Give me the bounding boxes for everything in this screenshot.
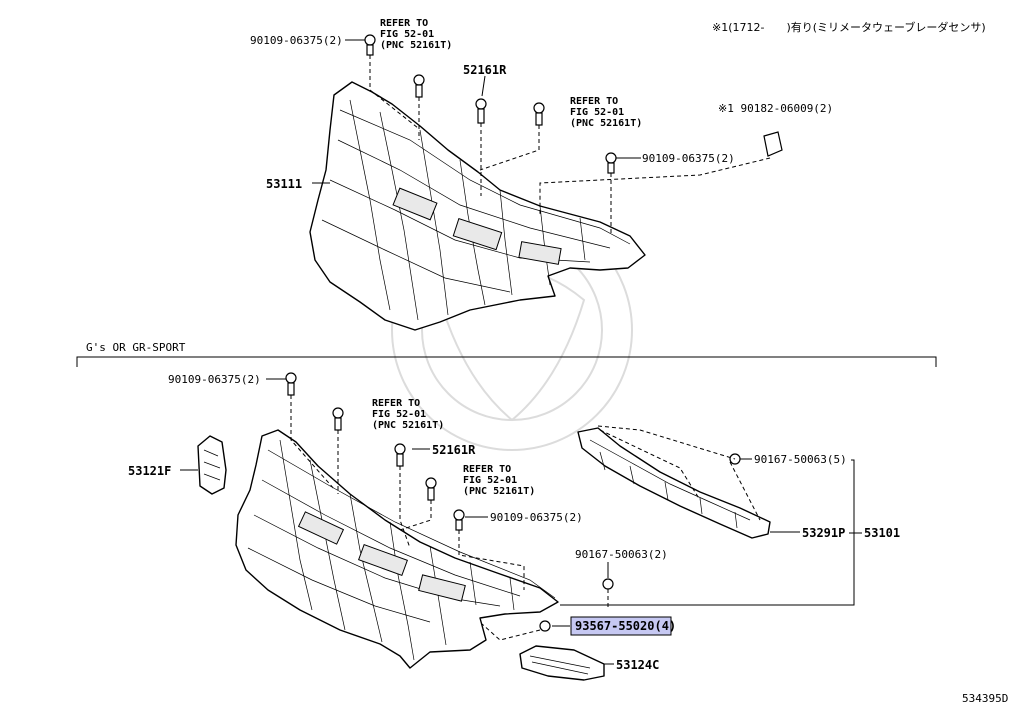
lower-bolt-mid: [453, 509, 465, 531]
upper-refer1-line3: (PNC 52161T): [380, 40, 452, 51]
upper-bolt-top-left-label: 90109-06375(2): [250, 34, 343, 47]
upper-grille-label: 53111: [266, 177, 302, 191]
screw-upper-label: 90167-50063(5): [754, 453, 847, 466]
variant-label: G's OR GR-SPORT: [86, 341, 186, 354]
lower-refer2-line2: FIG 52-01: [463, 475, 517, 486]
highlight-part-label[interactable]: 93567-55020(4): [575, 619, 676, 633]
lower-grille-53124C: [519, 645, 605, 681]
lower-clip-52161R: [394, 443, 406, 467]
screw-lower-label: 90167-50063(2): [575, 548, 668, 561]
upper-refer2-line2: FIG 52-01: [570, 107, 624, 118]
upper-refer2-line3: (PNC 52161T): [570, 118, 642, 129]
garnish-53291P: [577, 427, 771, 539]
sub-assy-label: 53101: [864, 526, 900, 540]
upper-refer2-line1: REFER TO: [570, 96, 618, 107]
clip-93567-icon: [539, 620, 551, 632]
lower-clip-refer1: [332, 407, 344, 431]
upper-clip-label: 52161R: [463, 63, 507, 77]
upper-clip-refer2: [533, 102, 545, 126]
lower-grille-53101: [235, 429, 559, 669]
lower-clip-label: 52161R: [432, 443, 476, 457]
upper-bolt-top-left: [364, 34, 376, 56]
lower-refer1-line1: REFER TO: [372, 398, 420, 409]
figure-id: 534395D: [962, 692, 1008, 705]
highlight-box: [570, 616, 672, 636]
upper-bolt-right-label: 90109-06375(2): [642, 152, 735, 165]
lower-bolt-mid-label: 90109-06375(2): [490, 511, 583, 524]
lower-bolt-top: [285, 372, 297, 396]
screw-lower-icon: [602, 578, 614, 590]
upper-refer1-line1: REFER TO: [380, 18, 428, 29]
lower-refer1-line2: FIG 52-01: [372, 409, 426, 420]
lower-grille-label: 53124C: [616, 658, 659, 672]
lower-refer2-line1: REFER TO: [463, 464, 511, 475]
lower-refer1-line3: (PNC 52161T): [372, 420, 444, 431]
lower-bolt-top-label: 90109-06375(2): [168, 373, 261, 386]
upper-clip-refer1: [413, 74, 425, 98]
lower-refer2-line3: (PNC 52161T): [463, 486, 535, 497]
upper-grille-53111: [309, 81, 646, 331]
highlight-part-callout[interactable]: 93567-55020(4): [570, 616, 676, 636]
sensor-bracket-label: ※1 90182-06009(2): [718, 102, 833, 115]
side-cover-label: 53121F: [128, 464, 171, 478]
figure-note: ※1(1712- )有り(ミリメータウェーブレーダセンサ): [712, 20, 986, 34]
sensor-bracket-icon: [763, 131, 783, 157]
lower-clip-refer2: [425, 477, 437, 501]
upper-clip-52161R: [475, 98, 487, 124]
garnish-label: 53291P: [802, 526, 845, 540]
upper-refer1-line2: FIG 52-01: [380, 29, 434, 40]
upper-bolt-right: [605, 152, 617, 174]
side-cover-53121F: [197, 435, 227, 495]
